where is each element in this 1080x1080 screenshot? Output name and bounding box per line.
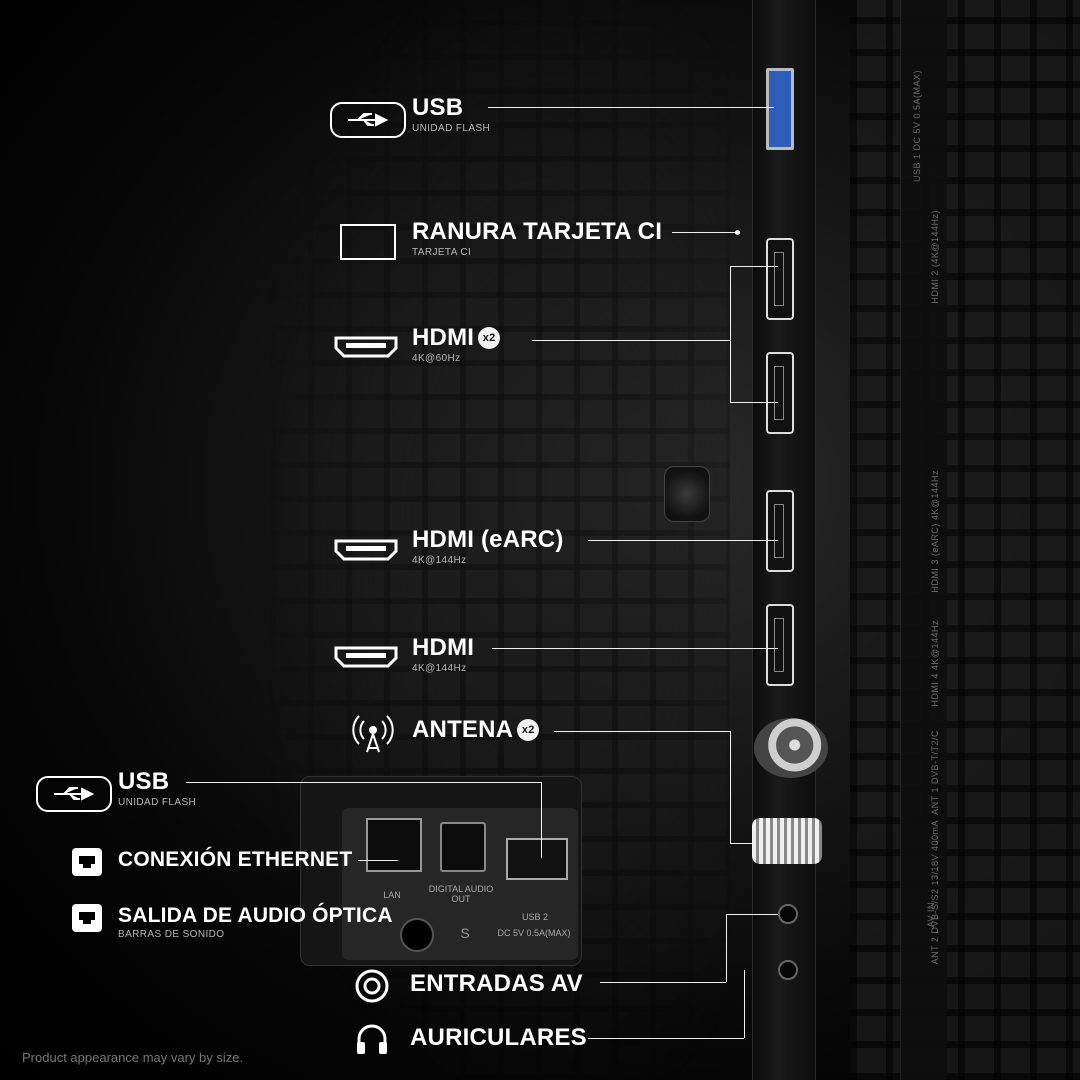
- antenna-port: [754, 718, 828, 778]
- label-usb-bottom-sub: UNIDAD FLASH: [118, 797, 197, 808]
- line-usb-bottom-down: [541, 782, 542, 858]
- side-label-hdmi4: HDMI 4 4K@144Hz: [930, 620, 940, 707]
- line-hdmi-bracket-top: [730, 266, 778, 267]
- label-hdmi-x2-title: HDMI: [412, 324, 475, 351]
- line-usb-bottom: [186, 782, 542, 783]
- count-badge: x2: [517, 719, 540, 741]
- headphones-icon: [354, 1022, 390, 1056]
- label-ci-slot: RANURA TARJETA CI TARJETA CI: [412, 218, 662, 258]
- side-rail: [900, 0, 947, 1080]
- label-hdmi-title: HDMI: [412, 634, 475, 661]
- side-label-avin: AV IN: [926, 902, 936, 928]
- label-av-in-title: ENTRADAS AV: [410, 970, 583, 997]
- hdmi-port-earc: [766, 490, 794, 572]
- satellite-port: [752, 818, 822, 864]
- label-usb-bottom-title: USB: [118, 768, 170, 795]
- label-usb-top: USB UNIDAD FLASH: [412, 94, 490, 134]
- side-label-ant2: ANT 2 DVB-S/S2 13/18V 400mA: [930, 820, 940, 965]
- line-hdmi: [492, 648, 778, 649]
- hdmi-port-4: [766, 604, 794, 686]
- line-antena: [554, 731, 730, 732]
- panel-switch-label: S: [460, 925, 470, 941]
- headphone-jack: [778, 960, 798, 980]
- ethernet-icon: [72, 848, 102, 876]
- line-hdmi-bracket-bottom: [730, 402, 778, 403]
- label-optical: SALIDA DE AUDIO ÓPTICA BARRAS DE SONIDO: [118, 904, 393, 940]
- av-input-icon: [354, 968, 390, 1004]
- panel-usb2-label: USB 2: [521, 912, 548, 922]
- optical-icon: [72, 904, 102, 932]
- label-ethernet: CONEXIÓN ETHERNET: [118, 848, 352, 872]
- optical-port: [440, 822, 486, 872]
- label-hdmi: HDMI 4K@144Hz: [412, 634, 474, 674]
- label-ethernet-title: CONEXIÓN ETHERNET: [118, 848, 353, 871]
- label-headphones-title: AURICULARES: [410, 1024, 587, 1051]
- hdmi-port-1: [766, 238, 794, 320]
- line-antena-bracket-bottom: [730, 843, 754, 844]
- count-badge: x2: [478, 327, 501, 349]
- hdmi-icon: [334, 644, 398, 668]
- dot-ci: [735, 230, 740, 235]
- label-usb-top-title: USB: [412, 94, 464, 121]
- side-label-usb1: USB 1 DC 5V 0.5A(MAX): [912, 70, 922, 183]
- line-av: [600, 982, 726, 983]
- label-optical-title: SALIDA DE AUDIO ÓPTICA: [118, 904, 393, 927]
- usb2-port: [506, 838, 568, 880]
- label-usb-bottom: USB UNIDAD FLASH: [118, 768, 196, 808]
- line-ethernet: [358, 860, 398, 861]
- hdmi-port-2: [766, 352, 794, 434]
- label-hdmi-x2-sub: 4K@60Hz: [412, 353, 461, 364]
- label-hdmi-earc-sub: 4K@144Hz: [412, 555, 467, 566]
- mount-knob: [664, 466, 710, 522]
- line-usb-top: [488, 107, 774, 108]
- line-av-top: [726, 914, 778, 915]
- label-av-in: ENTRADAS AV: [410, 970, 583, 998]
- panel-usb2-spec: DC 5V 0.5A(MAX): [497, 928, 571, 938]
- label-ci-slot-title: RANURA TARJETA CI: [412, 218, 663, 245]
- usb-icon: [330, 102, 406, 138]
- av-jack: [778, 904, 798, 924]
- hdmi-icon: [334, 334, 398, 358]
- line-antena-bracket: [730, 731, 731, 843]
- label-antena-title: ANTENA: [412, 716, 514, 743]
- label-headphones: AURICULARES: [410, 1024, 587, 1052]
- line-headphones: [588, 1038, 744, 1039]
- side-label-hdmi3: HDMI 3 (eARC) 4K@144Hz: [930, 470, 940, 593]
- label-hdmi-sub: 4K@144Hz: [412, 663, 467, 674]
- side-label-hdmi2: HDMI 2 (4K@144Hz): [930, 210, 940, 304]
- line-headphones-up: [744, 970, 745, 1038]
- ci-card-icon: [340, 224, 396, 260]
- usb-port: [766, 68, 794, 150]
- line-ci: [672, 232, 736, 233]
- hdmi-icon: [334, 537, 398, 561]
- panel-lan-label: LAN: [383, 890, 401, 900]
- label-usb-top-sub: UNIDAD FLASH: [412, 123, 491, 134]
- label-hdmi-earc: HDMI (eARC) 4K@144Hz: [412, 526, 564, 566]
- panel-digital-out-label: DIGITAL AUDIO OUT: [428, 884, 494, 904]
- label-hdmi-earc-title: HDMI (eARC): [412, 526, 564, 553]
- lan-port: [366, 818, 422, 872]
- label-optical-sub: BARRAS DE SONIDO: [118, 929, 225, 940]
- side-label-ant1: ANT 1 DVB-T/T2/C: [930, 730, 940, 815]
- label-ci-slot-sub: TARJETA CI: [412, 247, 472, 258]
- line-av-up: [726, 914, 727, 982]
- usb-icon: [36, 776, 112, 812]
- antenna-icon: [352, 712, 394, 754]
- line-hdmi-x2: [532, 340, 730, 341]
- panel-round-jack: [400, 918, 434, 952]
- line-hdmi-bracket: [730, 266, 731, 402]
- footer-disclaimer: Product appearance may vary by size.: [22, 1050, 244, 1065]
- line-hdmi-earc: [588, 540, 778, 541]
- tv-back-grid-right: [850, 0, 1080, 1080]
